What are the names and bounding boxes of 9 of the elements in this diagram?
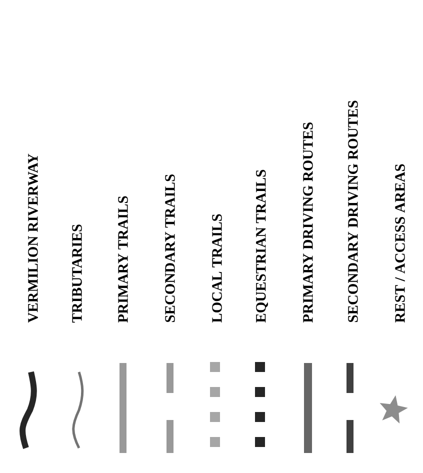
- legend-label: SECONDARY TRAILS: [165, 174, 175, 322]
- legend-label: VERMILION RIVERWAY: [28, 154, 38, 323]
- legend-label: LOCAL TRAILS: [212, 214, 222, 323]
- legend-label: EQUESTRIAN TRAILS: [256, 170, 268, 323]
- legend-label: SECONDARY DRIVING ROUTES: [348, 100, 358, 322]
- legend-label: TRIBUTARIES: [72, 224, 82, 323]
- legend-label: REST / ACCESS AREAS: [395, 164, 405, 323]
- legend-label: PRIMARY DRIVING ROUTES: [303, 122, 313, 323]
- legend-label: PRIMARY TRAILS: [118, 196, 128, 323]
